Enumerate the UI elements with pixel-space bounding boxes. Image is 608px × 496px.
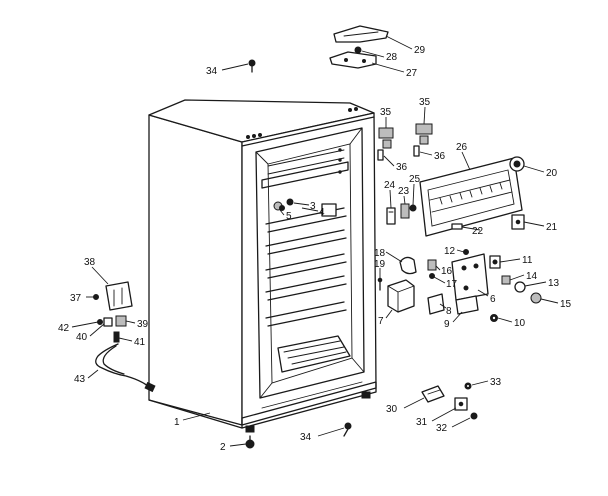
callout-17: 17 bbox=[446, 279, 458, 290]
callout-10: 10 bbox=[514, 318, 526, 329]
callout-27: 27 bbox=[406, 68, 418, 79]
callout-23: 23 bbox=[398, 186, 410, 197]
callout-25: 25 bbox=[409, 174, 421, 185]
callout-35-right: 35 bbox=[419, 97, 431, 108]
callout-11: 11 bbox=[522, 255, 533, 266]
callout-9: 9 bbox=[444, 319, 450, 330]
callout-39: 39 bbox=[137, 319, 149, 330]
callout-15: 15 bbox=[560, 299, 572, 310]
callout-21: 21 bbox=[546, 222, 558, 233]
callout-20: 20 bbox=[546, 168, 558, 179]
callout-35-left: 35 bbox=[380, 107, 392, 118]
internal-control-parts bbox=[279, 198, 542, 322]
callout-12: 12 bbox=[444, 246, 456, 257]
callout-24: 24 bbox=[384, 180, 396, 191]
callout-8: 8 bbox=[446, 306, 452, 317]
callout-37: 37 bbox=[70, 293, 82, 304]
callout-5: 5 bbox=[286, 211, 292, 222]
callout-33: 33 bbox=[490, 377, 502, 388]
callout-34-top: 34 bbox=[206, 66, 218, 77]
door-stop-parts bbox=[377, 123, 433, 161]
callout-38: 38 bbox=[84, 257, 96, 268]
callout-2: 2 bbox=[220, 442, 226, 453]
callout-31: 31 bbox=[416, 417, 428, 428]
refrigerator-cabinet bbox=[148, 99, 377, 433]
callout-30: 30 bbox=[386, 404, 398, 415]
callout-40: 40 bbox=[76, 332, 88, 343]
power-cord-parts bbox=[93, 281, 156, 393]
callout-29: 29 bbox=[414, 45, 426, 56]
top-hinge-assembly bbox=[248, 25, 389, 73]
callout-labels: 1 2 3 4 5 6 7 8 9 10 11 12 13 14 15 16 1… bbox=[58, 45, 572, 453]
callout-6: 6 bbox=[490, 294, 496, 305]
callout-14: 14 bbox=[526, 271, 538, 282]
callout-36-left: 36 bbox=[396, 162, 408, 173]
callout-32: 32 bbox=[436, 423, 448, 434]
callout-43: 43 bbox=[74, 374, 86, 385]
callout-7: 7 bbox=[378, 316, 384, 327]
callout-4: 4 bbox=[319, 207, 325, 218]
callout-16: 16 bbox=[441, 266, 453, 277]
callout-41: 41 bbox=[134, 337, 146, 348]
callout-42: 42 bbox=[58, 323, 70, 334]
callout-18: 18 bbox=[374, 248, 386, 259]
control-panel-26 bbox=[386, 156, 525, 237]
callout-1: 1 bbox=[174, 417, 180, 428]
callout-28: 28 bbox=[386, 52, 398, 63]
callout-22: 22 bbox=[472, 226, 484, 237]
callout-26: 26 bbox=[456, 142, 468, 153]
leader-lines bbox=[71, 35, 559, 447]
callout-13: 13 bbox=[548, 278, 560, 289]
leveling-foot bbox=[245, 435, 255, 449]
callout-36-right: 36 bbox=[434, 151, 446, 162]
callout-19: 19 bbox=[374, 259, 386, 270]
callout-3: 3 bbox=[310, 201, 316, 212]
bottom-hinge-assembly bbox=[343, 382, 478, 437]
callout-34-bottom: 34 bbox=[300, 432, 312, 443]
